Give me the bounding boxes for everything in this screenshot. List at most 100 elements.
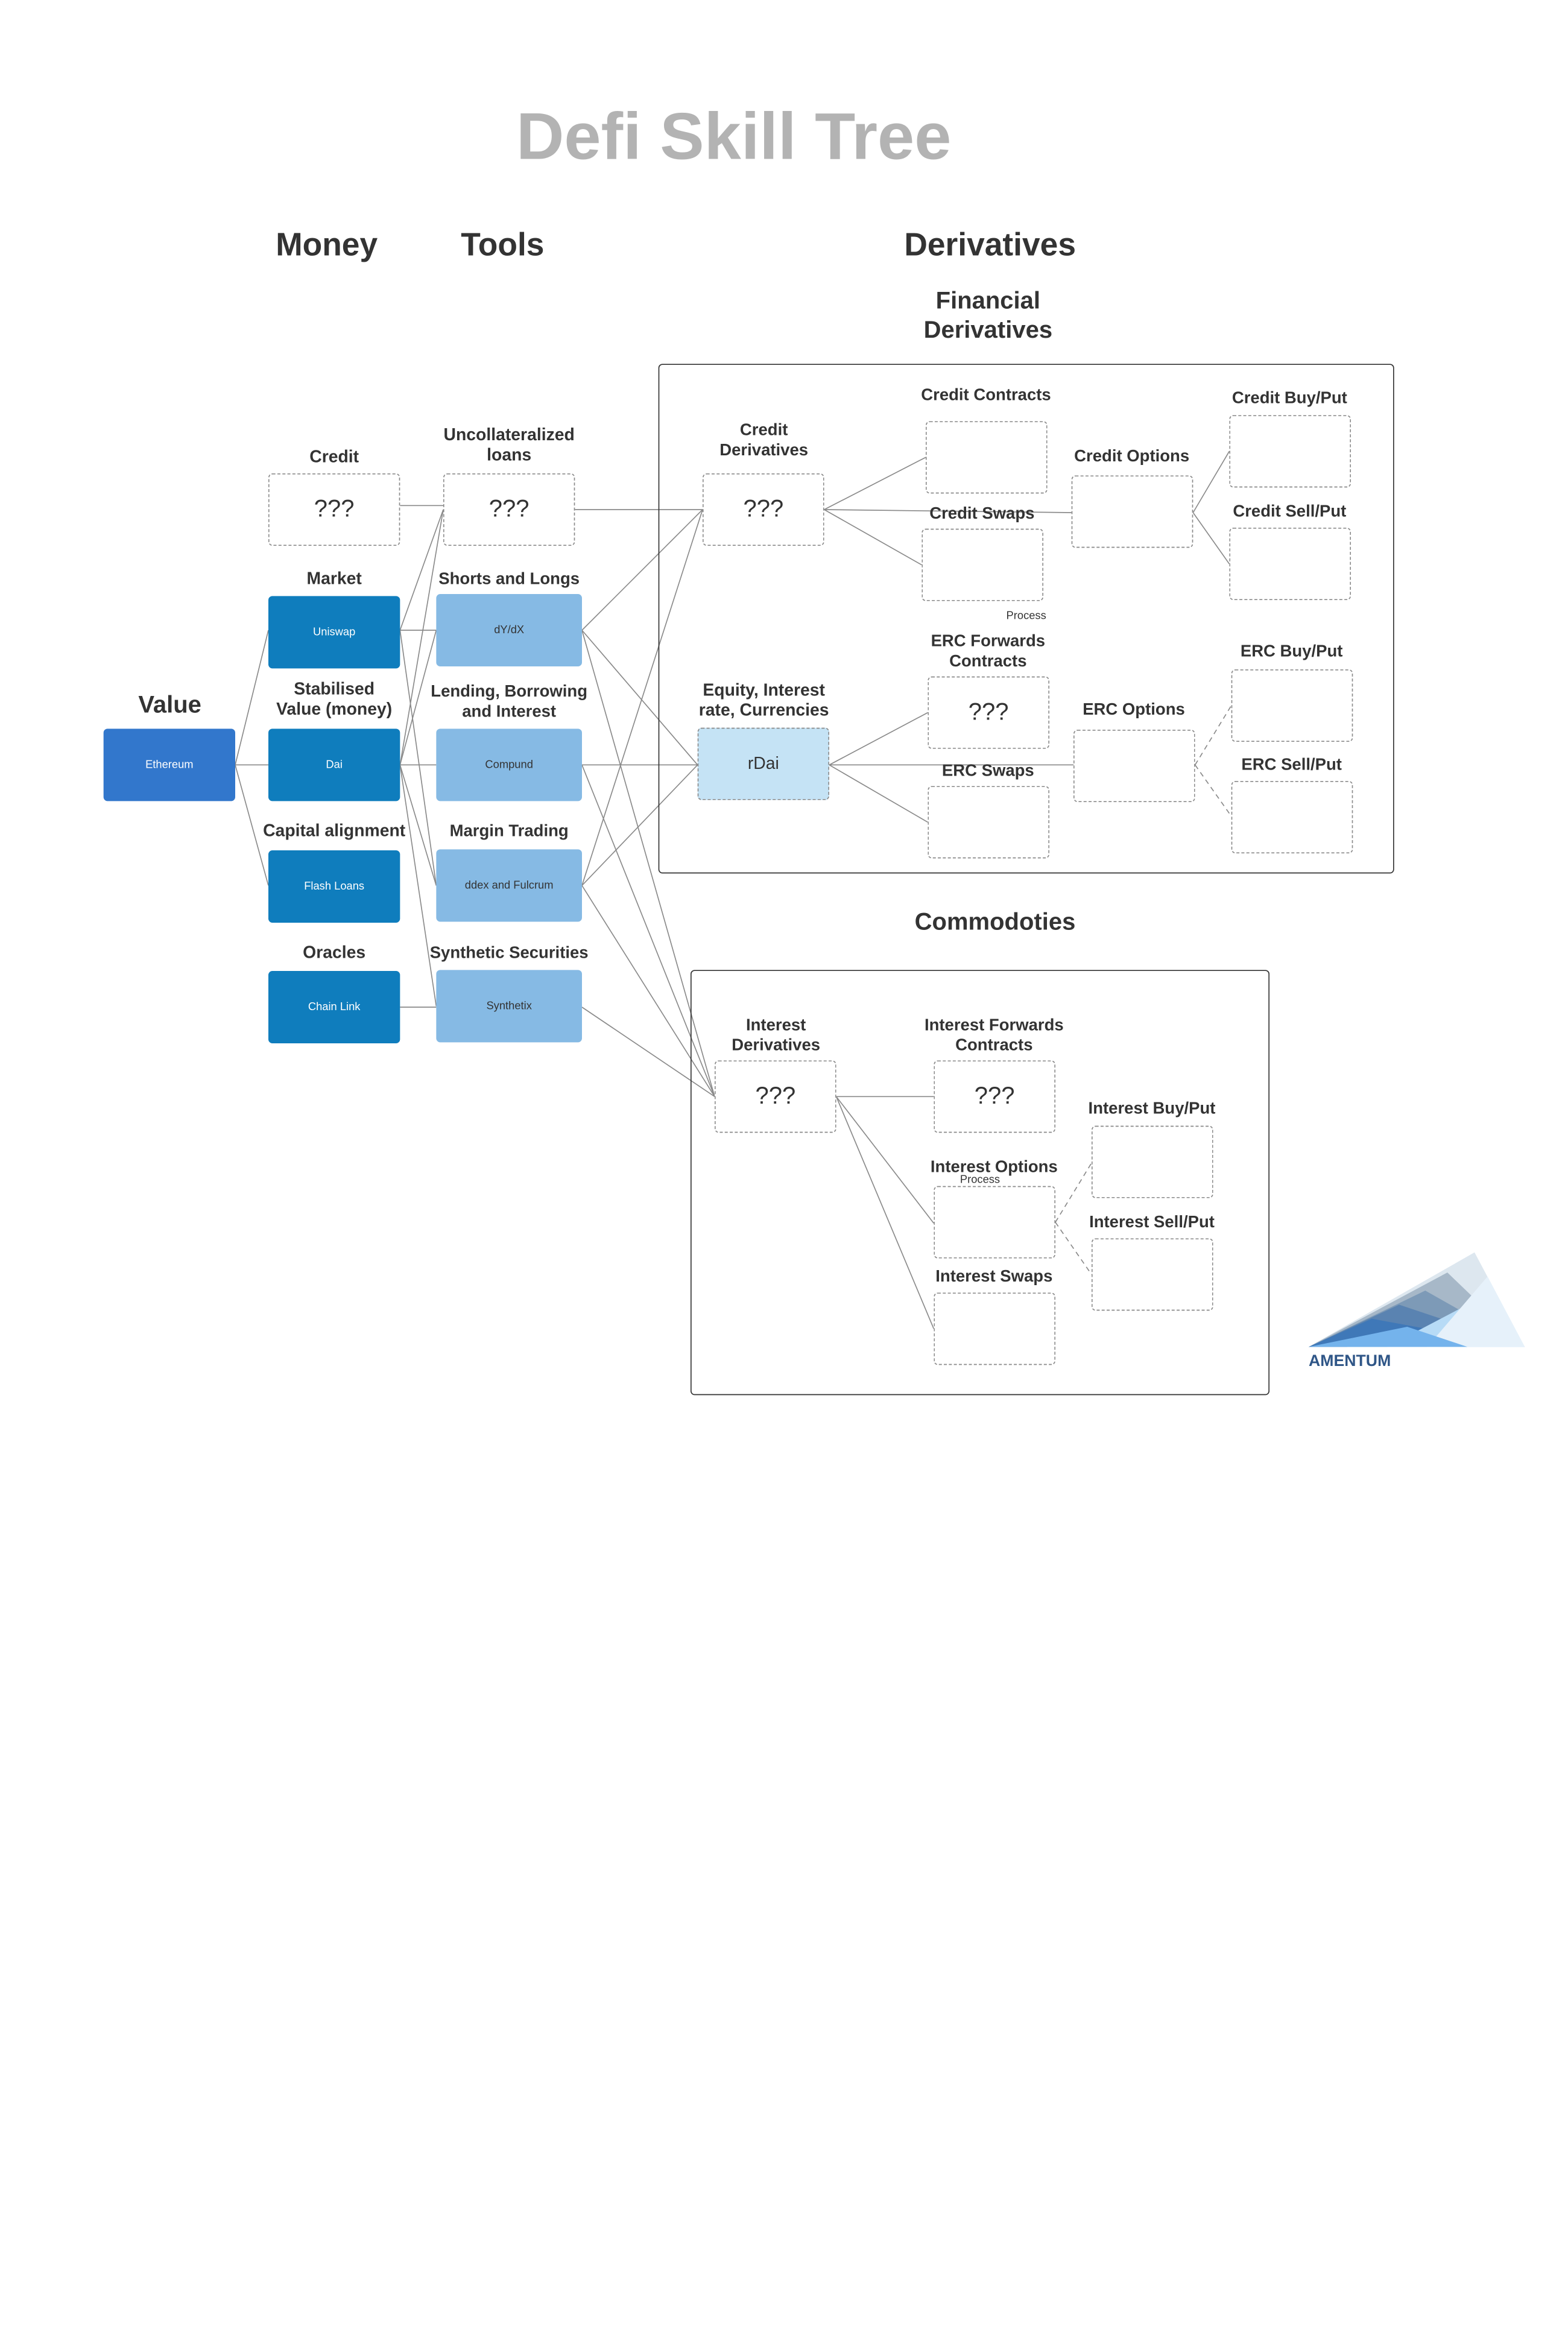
market-label: Market xyxy=(306,569,362,588)
credit-derivatives-node[interactable]: ??? xyxy=(703,473,824,546)
erc-sell-put-node[interactable] xyxy=(1231,781,1353,853)
credit-swaps-node[interactable] xyxy=(922,528,1043,601)
lending-borrowing-label: Lending, Borrowing and Interest xyxy=(431,682,588,721)
connector xyxy=(399,630,437,765)
rdai-node[interactable]: rDai xyxy=(697,727,829,800)
connector xyxy=(581,764,698,886)
connector xyxy=(824,509,922,566)
stabilised-value-label: Stabilised Value (money) xyxy=(276,679,393,719)
connector-dashed xyxy=(1055,1162,1092,1223)
connector-dashed xyxy=(1194,705,1232,765)
interest-sell-put-node[interactable] xyxy=(1092,1238,1213,1311)
financial-derivatives-group xyxy=(658,364,1394,874)
ddex-fulcrum-node[interactable]: ddex and Fulcrum xyxy=(436,849,582,922)
connector xyxy=(829,712,928,766)
erc-buy-put-label: ERC Buy/Put xyxy=(1240,642,1343,660)
connector-dashed xyxy=(1055,1222,1092,1275)
erc-forwards-contracts-label: ERC Forwards Contracts xyxy=(931,632,1046,671)
credit-label: Credit xyxy=(309,447,359,467)
shorts-and-longs-label: Shorts and Longs xyxy=(438,570,580,588)
erc-options-node[interactable] xyxy=(1073,730,1195,802)
erc-swaps-label: ERC Swaps xyxy=(941,762,1034,780)
connector xyxy=(581,509,703,886)
margin-trading-label: Margin Trading xyxy=(449,822,569,841)
chain-link-node[interactable]: Chain Link xyxy=(268,971,400,1043)
section-commodities: Commodoties xyxy=(914,908,1076,936)
synthetix-node[interactable]: Synthetix xyxy=(436,970,582,1043)
oracles-label: Oracles xyxy=(303,943,366,962)
dydx-node[interactable]: dY/dX xyxy=(436,594,582,666)
erc-sell-put-label: ERC Sell/Put xyxy=(1241,756,1342,774)
connector xyxy=(581,1007,715,1098)
erc-buy-put-node[interactable] xyxy=(1231,669,1353,742)
uncollateralized-loans-label: Uncollateralized loans xyxy=(443,425,575,465)
connector-lines xyxy=(235,450,1525,1347)
interest-options-node[interactable] xyxy=(934,1186,1055,1259)
connector xyxy=(836,1096,934,1224)
connector xyxy=(824,457,926,510)
interest-swaps-label: Interest Swaps xyxy=(935,1267,1053,1286)
connector xyxy=(835,1096,935,1329)
flash-loans-node[interactable]: Flash Loans xyxy=(268,850,400,923)
interest-sell-put-label: Interest Sell/Put xyxy=(1089,1213,1215,1231)
interest-derivatives-node[interactable]: ??? xyxy=(715,1060,836,1133)
connector xyxy=(829,764,928,823)
connector xyxy=(581,509,703,631)
connector xyxy=(824,509,1072,513)
credit-derivatives-label: Credit Derivatives xyxy=(719,421,809,460)
synthetic-securities-label: Synthetic Securities xyxy=(429,944,589,962)
amentum-logo-icon xyxy=(1309,1252,1525,1347)
interest-buy-put-label: Interest Buy/Put xyxy=(1088,1099,1216,1118)
section-derivatives: Derivatives xyxy=(904,226,1076,262)
connector-dashed xyxy=(1194,764,1232,817)
erc-forwards-contracts-node[interactable]: ??? xyxy=(928,676,1049,749)
credit-contracts-label: Credit Contracts xyxy=(921,386,1051,404)
credit-options-node[interactable] xyxy=(1071,475,1193,548)
dai-node[interactable]: Dai xyxy=(268,729,400,801)
interest-forwards-contracts-node[interactable]: ??? xyxy=(934,1060,1055,1133)
section-tools: Tools xyxy=(461,226,545,262)
interest-process-label: Process xyxy=(959,1174,1001,1186)
credit-contracts-node[interactable] xyxy=(926,421,1048,494)
credit-options-label: Credit Options xyxy=(1074,447,1190,466)
connector xyxy=(235,630,269,765)
uniswap-node[interactable]: Uniswap xyxy=(268,596,400,669)
interest-swaps-node[interactable] xyxy=(934,1292,1055,1365)
compound-node[interactable]: Compund xyxy=(436,729,582,801)
connector xyxy=(399,765,437,886)
credit-swaps-label: Credit Swaps xyxy=(929,504,1035,523)
connector xyxy=(581,765,715,1097)
commodities-group xyxy=(691,970,1269,1396)
connector xyxy=(1192,512,1230,564)
credit-node[interactable]: ??? xyxy=(268,473,400,546)
connector xyxy=(399,509,444,631)
interest-options-label: Interest Options xyxy=(930,1158,1058,1176)
credit-buy-put-node[interactable] xyxy=(1229,415,1351,488)
credit-sell-put-label: Credit Sell/Put xyxy=(1233,502,1347,521)
connector xyxy=(581,630,715,1097)
connector xyxy=(399,765,437,1007)
erc-swaps-node[interactable] xyxy=(928,786,1049,859)
interest-forwards-contracts-label: Interest Forwards Contracts xyxy=(924,1016,1064,1054)
connector xyxy=(399,509,444,765)
credit-buy-put-label: Credit Buy/Put xyxy=(1231,389,1347,407)
interest-derivatives-label: Interest Derivatives xyxy=(732,1016,821,1054)
connector xyxy=(581,885,715,1097)
value-label: Value xyxy=(138,691,201,719)
credit-process-label: Process xyxy=(1006,610,1046,622)
interest-buy-put-node[interactable] xyxy=(1092,1125,1213,1198)
connector xyxy=(235,765,269,886)
connector xyxy=(399,630,437,886)
ethereum-node[interactable]: Ethereum xyxy=(103,729,235,801)
section-money: Money xyxy=(276,226,378,262)
connector xyxy=(581,630,698,765)
credit-sell-put-node[interactable] xyxy=(1229,528,1351,600)
section-financial-derivatives: Financial Derivatives xyxy=(923,287,1053,344)
erc-options-label: ERC Options xyxy=(1083,700,1185,719)
uncollateralized-loans-node[interactable]: ??? xyxy=(443,473,575,546)
page-title: Defi Skill Tree xyxy=(516,98,952,173)
capital-alignment-label: Capital alignment xyxy=(263,821,406,841)
connector xyxy=(1192,450,1230,513)
amentum-logo-text: AMENTUM xyxy=(1309,1353,1391,1370)
